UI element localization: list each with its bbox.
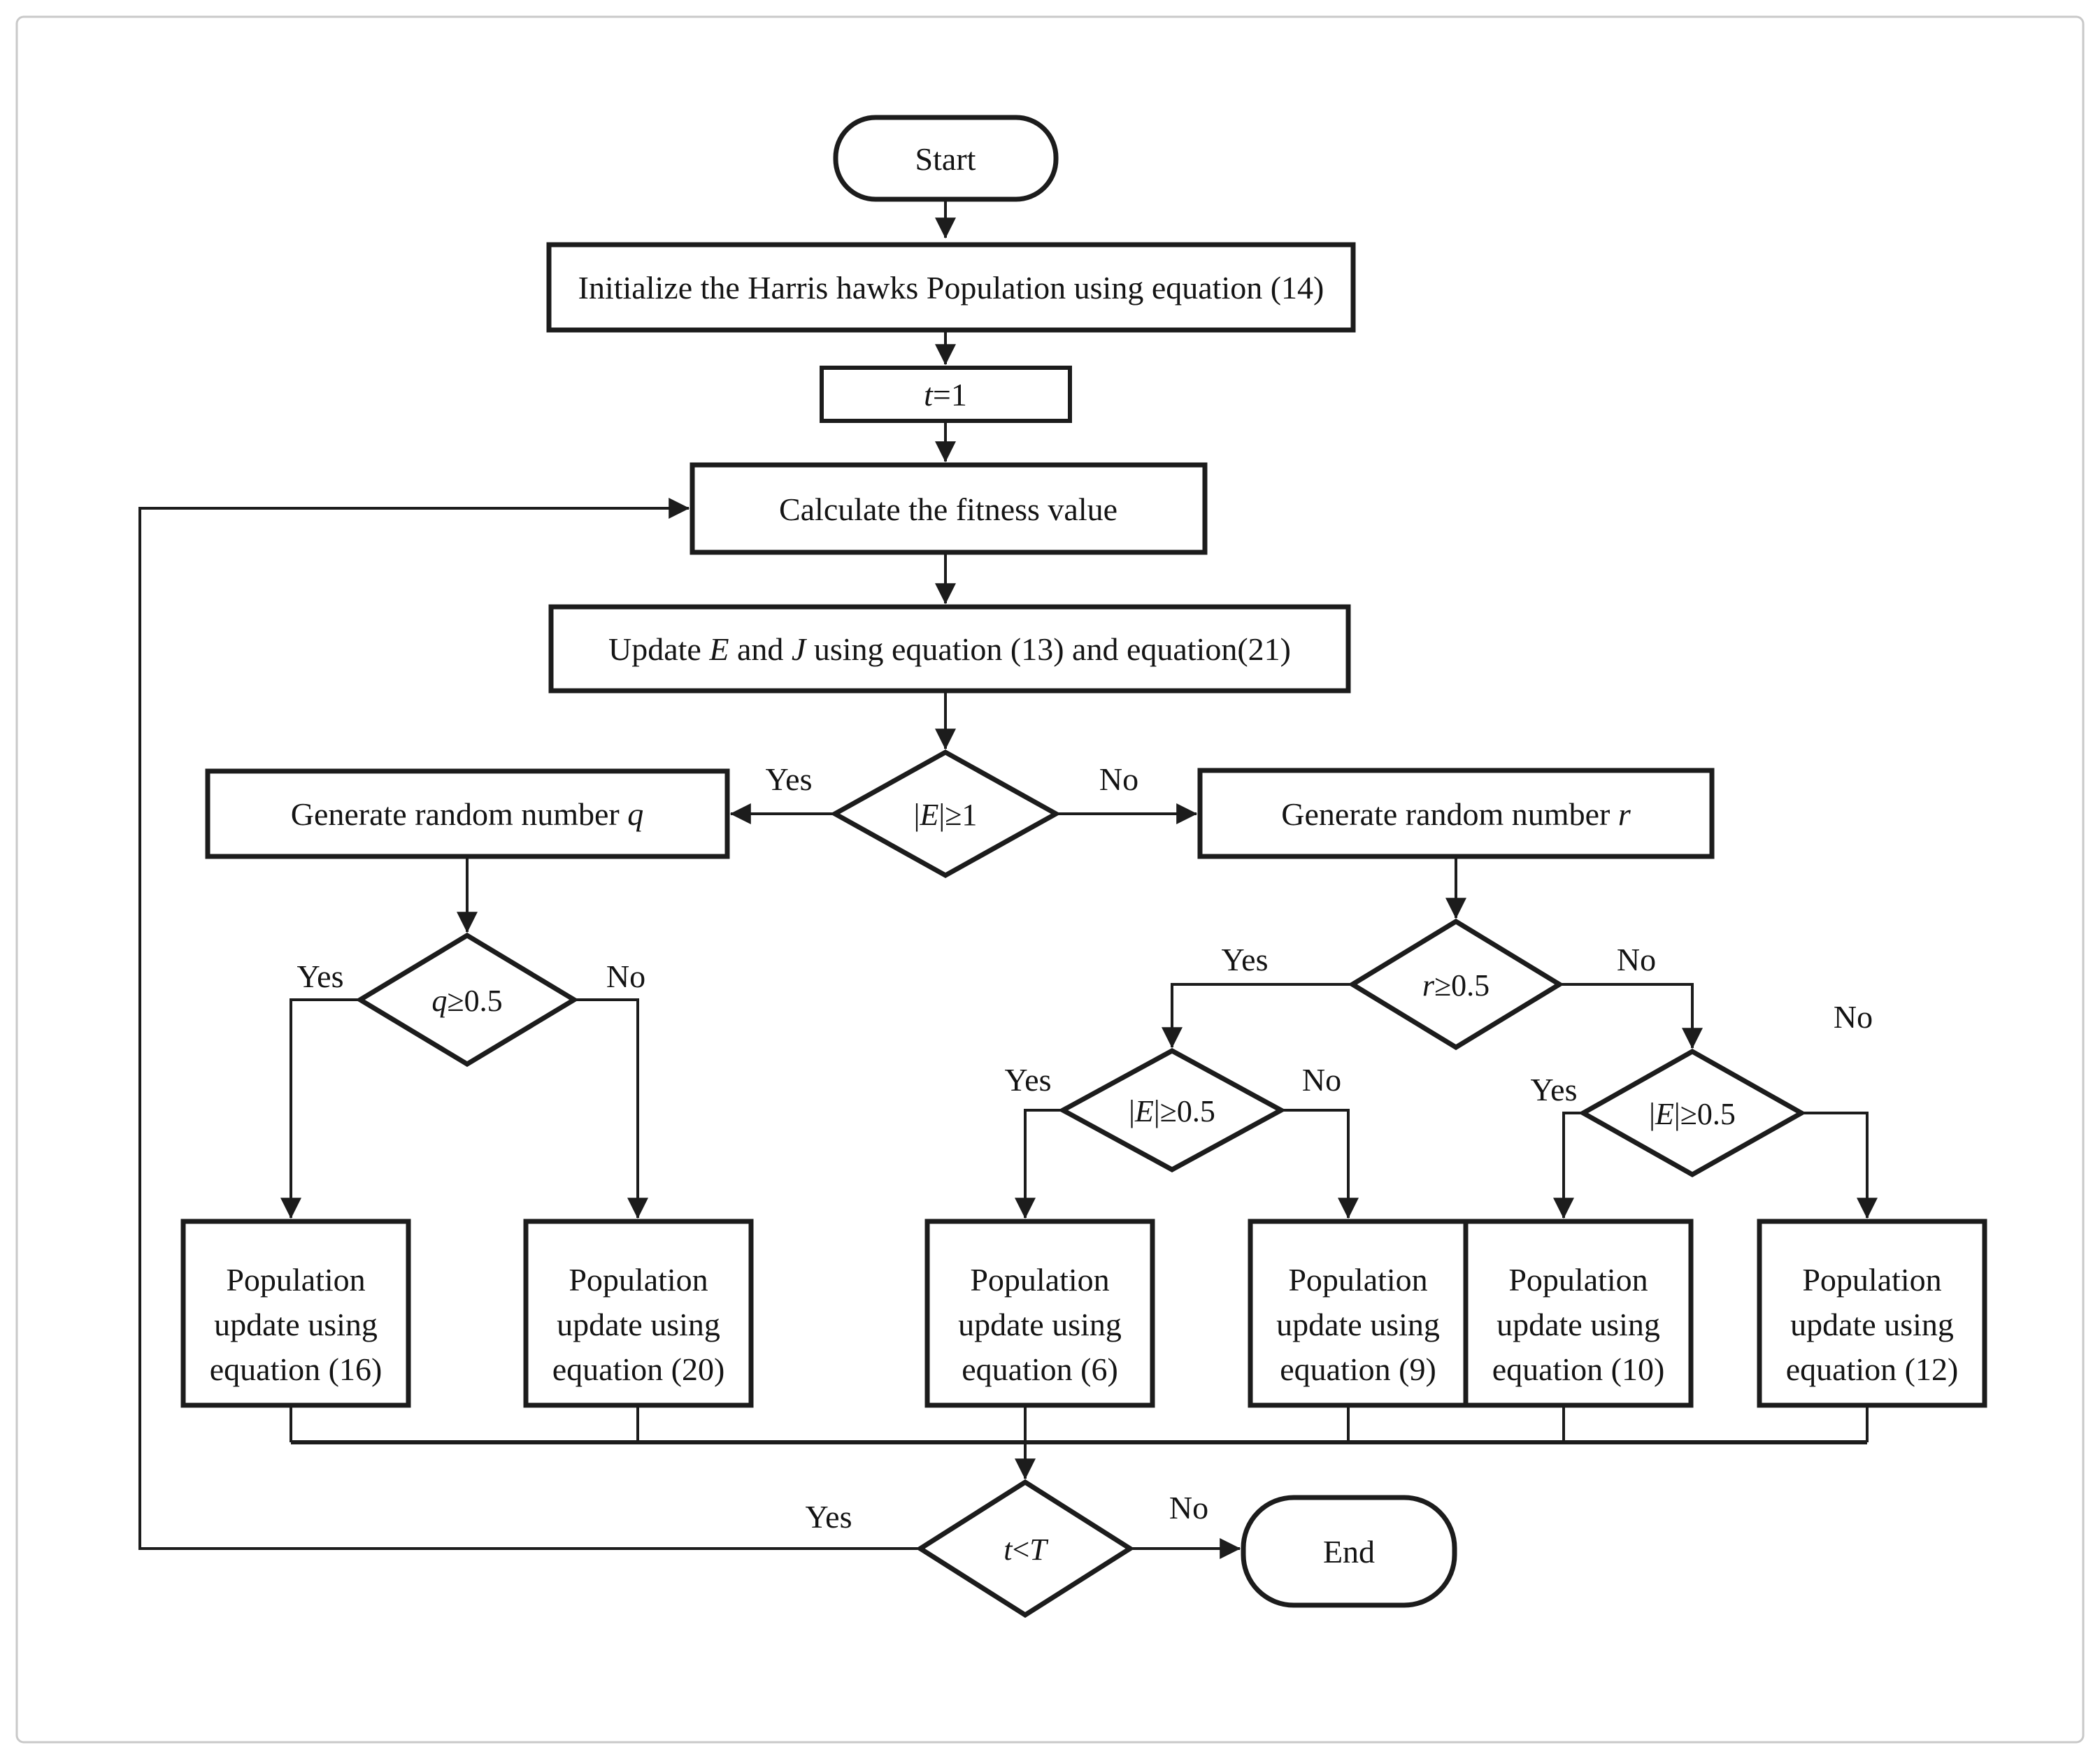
label-eright-yes: Yes	[1531, 1072, 1578, 1107]
init-population-label: Initialize the Harris hawks Population u…	[578, 270, 1324, 306]
update-eq12-line1: Population	[1802, 1262, 1941, 1298]
edge-eright-no-to-eq12	[1801, 1112, 1878, 1219]
generate-q-label: Generate random number q	[291, 796, 644, 832]
update-eq9-line1: Population	[1288, 1262, 1427, 1298]
label-eright-no: No	[1834, 999, 1873, 1035]
update-eq6-line3: equation (6)	[962, 1351, 1118, 1387]
update-eq16-box	[180, 1219, 411, 1408]
generate-r-box	[1197, 768, 1715, 859]
r-decision-label: r≥0.5	[1422, 968, 1490, 1003]
label-t-no: No	[1169, 1490, 1208, 1525]
update-eq12-line2: update using	[1790, 1307, 1954, 1342]
update-eq6-line1: Population	[970, 1262, 1109, 1298]
r-decision	[1348, 918, 1564, 1051]
label-r-yes: Yes	[1222, 942, 1269, 977]
end-label: End	[1323, 1534, 1375, 1570]
update-eq20-line2: update using	[557, 1307, 720, 1342]
label-eleft-no: No	[1302, 1062, 1341, 1098]
edge-labels: Yes No Yes No Yes No Yes No Yes No Yes N…	[297, 761, 1873, 1535]
update-eq9-line2: update using	[1276, 1307, 1440, 1342]
update-eq16-line2: update using	[214, 1307, 378, 1342]
edge-q-yes-to-eq16	[280, 998, 360, 1219]
e-ge-1-decision	[829, 749, 1062, 879]
label-e1-no: No	[1099, 761, 1138, 797]
update-eq12-box	[1757, 1219, 1987, 1408]
edge-r-no-to-eright	[1559, 983, 1703, 1049]
update-eq6-box	[924, 1219, 1155, 1408]
edge-t-yes-loopback	[138, 498, 920, 1550]
update-eq10-line2: update using	[1497, 1307, 1660, 1342]
label-t-yes: Yes	[806, 1499, 852, 1535]
fitness-label: Calculate the fitness value	[779, 491, 1117, 527]
t-init-box	[820, 366, 1072, 423]
start-node	[833, 115, 1059, 202]
e-ge-05-left-decision	[1057, 1048, 1287, 1172]
end-node	[1241, 1495, 1457, 1608]
update-eq9-line3: equation (9)	[1280, 1351, 1436, 1387]
e-ge-05-right-decision	[1578, 1048, 1807, 1178]
t-init-label: t=1	[924, 377, 967, 412]
e-ge-1-label: |E|≥1	[914, 798, 978, 832]
label-q-yes: Yes	[297, 959, 344, 994]
update-eq16-line1: Population	[226, 1262, 365, 1298]
update-eq20-line3: equation (20)	[552, 1351, 725, 1387]
t-lt-T-label: t<T	[1003, 1532, 1049, 1567]
page-border	[15, 15, 2085, 1744]
label-r-no: No	[1617, 942, 1656, 977]
flow-edges	[138, 199, 1878, 1559]
update-ej-label: Update E and J using equation (13) and e…	[608, 631, 1291, 667]
edge-r-yes-to-eleft	[1162, 983, 1352, 1049]
fitness-box	[690, 462, 1208, 555]
label-e1-yes: Yes	[766, 761, 813, 797]
generate-r-label: Generate random number r	[1281, 796, 1631, 832]
q-decision-label: q≥0.5	[431, 984, 502, 1018]
init-population-box	[546, 242, 1356, 333]
update-eq16-line3: equation (16)	[210, 1351, 383, 1387]
update-eq12-line3: equation (12)	[1786, 1351, 1959, 1387]
edge-eright-yes-to-eq10	[1553, 1112, 1583, 1219]
e-ge-05-left-label: |E|≥0.5	[1129, 1094, 1215, 1128]
label-eleft-yes: Yes	[1005, 1062, 1052, 1098]
update-ej-box	[548, 604, 1351, 694]
label-q-no: No	[606, 959, 645, 994]
update-eq10-box	[1463, 1219, 1694, 1408]
update-eq10-line3: equation (10)	[1492, 1351, 1665, 1387]
edge-q-no-to-eq20	[574, 998, 648, 1219]
update-eq20-box	[523, 1219, 754, 1408]
update-eq10-line1: Population	[1508, 1262, 1648, 1298]
start-label: Start	[915, 141, 976, 177]
update-eq9-box	[1248, 1219, 1469, 1408]
t-lt-T-decision	[915, 1479, 1135, 1618]
update-eq6-line2: update using	[958, 1307, 1122, 1342]
edge-eleft-yes-to-eq6	[1015, 1109, 1063, 1219]
update-eq20-line1: Population	[569, 1262, 708, 1298]
edge-eleft-no-to-eq9	[1281, 1109, 1359, 1219]
q-decision	[355, 932, 579, 1068]
flow-nodes: Start Initialize the Harris hawks Popula…	[180, 115, 1987, 1618]
e-ge-05-right-label: |E|≥0.5	[1649, 1097, 1736, 1131]
generate-q-box	[205, 768, 730, 859]
